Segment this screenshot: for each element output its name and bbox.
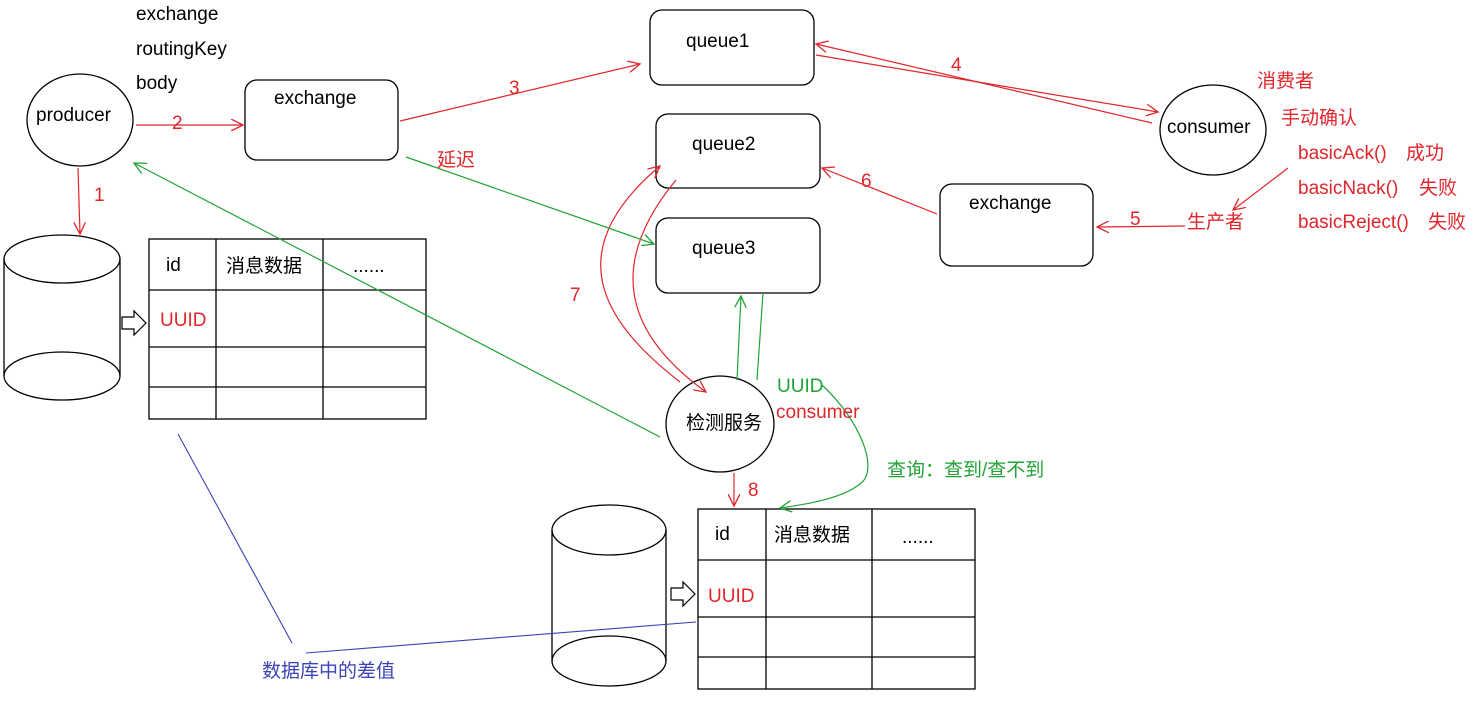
ack-result-label: 成功 <box>1406 143 1445 164</box>
table-left-header-more: ...... <box>353 256 385 277</box>
consumer-label: consumer <box>1167 117 1251 138</box>
db-to-table-left-arrow <box>121 309 147 337</box>
step-6-label: 6 <box>861 171 872 192</box>
db-diff-lines <box>177 433 697 654</box>
producer-label: producer <box>36 105 111 126</box>
check-service-label: 检测服务 <box>686 413 763 434</box>
arrow-query <box>780 384 869 508</box>
producer-role-label: 生产者 <box>1187 212 1245 233</box>
check-service-node <box>665 375 775 473</box>
table-bottom-grid <box>697 508 976 690</box>
message-field-body: body <box>136 73 178 94</box>
table-left-grid <box>148 238 427 420</box>
step-1-label: 1 <box>94 185 105 206</box>
table-left-header-id: id <box>166 255 181 276</box>
basic-reject-label: basicReject() <box>1298 212 1409 233</box>
arrow-queue3-to-check <box>756 292 764 381</box>
arrow-3 <box>399 64 640 122</box>
database-bottom-icon <box>551 504 667 687</box>
table-bottom-header-more: ...... <box>902 527 934 548</box>
exchange-top-label: exchange <box>274 88 357 109</box>
arrow-5 <box>1097 226 1186 227</box>
nack-result-label: 失败 <box>1419 178 1458 199</box>
db-diff-label: 数据库中的差值 <box>262 661 396 682</box>
manual-ack-label: 手动确认 <box>1281 108 1358 129</box>
producer-node <box>26 73 134 167</box>
step-8-label: 8 <box>748 480 759 501</box>
query-result-label: 查询：查到/查不到 <box>887 460 1045 481</box>
exchange-right-label: exchange <box>969 193 1052 214</box>
database-left-icon <box>3 234 121 401</box>
check-uuid-label: UUID <box>777 376 824 397</box>
exchange-top-node <box>244 79 399 161</box>
reject-result-label: 失败 <box>1428 212 1467 233</box>
queue3-label: queue3 <box>692 238 756 259</box>
table-left-header-data: 消息数据 <box>226 256 303 277</box>
consumer-node <box>1159 84 1267 176</box>
arrow-ack <box>1233 167 1289 210</box>
message-field-routingkey: routingKey <box>136 39 227 60</box>
queue3-node <box>655 217 821 294</box>
exchange-right-node <box>939 183 1094 267</box>
green-flow-arrows <box>134 156 869 508</box>
arrow-7a <box>600 166 681 383</box>
message-field-exchange: exchange <box>136 4 219 25</box>
table-bottom-header-data: 消息数据 <box>774 525 851 546</box>
basic-nack-label: basicNack() <box>1298 178 1399 199</box>
step-2-label: 2 <box>172 113 183 134</box>
table-bottom-header-id: id <box>715 524 730 545</box>
arrow-4a <box>815 54 1158 112</box>
arrow-check-to-producer <box>134 163 661 438</box>
arrow-delay <box>405 156 654 244</box>
step-5-label: 5 <box>1130 209 1141 230</box>
queue1-label: queue1 <box>686 31 750 52</box>
queue1-node <box>649 9 815 86</box>
table-left-uuid-cell: UUID <box>160 310 207 331</box>
arrow-7b <box>632 179 706 392</box>
arrow-6 <box>822 168 938 215</box>
basic-ack-label: basicAck() <box>1298 143 1387 164</box>
delay-label: 延迟 <box>437 150 476 171</box>
queue2-label: queue2 <box>692 134 756 155</box>
arrow-1 <box>78 167 80 234</box>
queue2-node <box>655 113 821 189</box>
table-bottom-uuid-cell: UUID <box>708 586 755 607</box>
step-7-label: 7 <box>570 285 581 306</box>
arrow-4b <box>816 44 1153 124</box>
step-4-label: 4 <box>951 55 962 76</box>
db-to-table-bottom-arrow <box>670 580 696 608</box>
consumer-role-label: 消费者 <box>1257 71 1315 92</box>
check-consumer-label: consumer <box>776 402 860 423</box>
red-flow-arrows <box>78 44 1289 506</box>
step-3-label: 3 <box>509 78 520 99</box>
arrow-check-to-queue3 <box>737 296 741 381</box>
